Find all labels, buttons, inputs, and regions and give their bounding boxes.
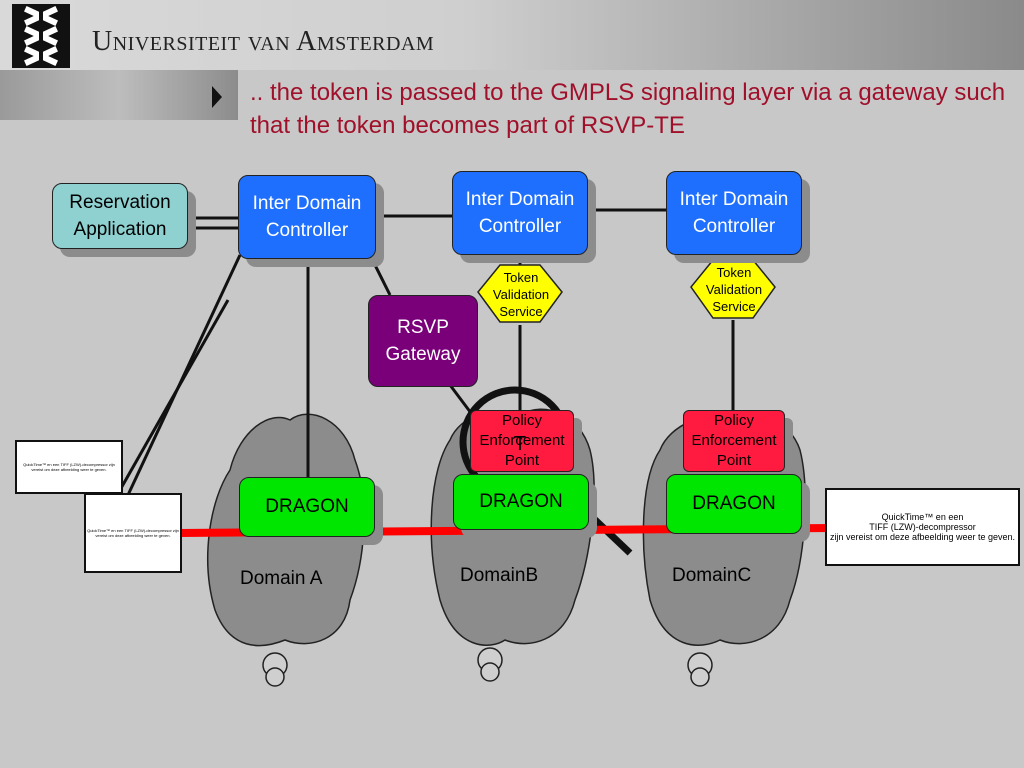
quicktime-text-1: QuickTime™ en een TIFF (LZW)-decompresso… — [23, 462, 115, 472]
domain-c-label: DomainC — [672, 565, 752, 586]
idc-c-label: Inter Domain Controller — [679, 189, 789, 237]
dragon-c-label: DRAGON — [692, 493, 776, 514]
reservation-application-label: Reservation Application — [69, 192, 171, 240]
dragon-c-box: DRAGON — [666, 474, 802, 534]
idc-c-box: Inter Domain Controller — [666, 171, 802, 255]
pep-c-label: Policy Enforcement Point — [691, 412, 777, 469]
idc-a-box: Inter Domain Controller — [238, 175, 376, 259]
tvs-c-hexagon — [690, 259, 776, 319]
rsvp-gateway-label: RSVP Gateway — [385, 317, 461, 365]
tvs-c-text: Token Validation Service — [705, 264, 763, 314]
token-label: T — [513, 432, 527, 455]
slide-headline: .. the token is passed to the GMPLS sign… — [250, 79, 1006, 139]
pep-b-label: Policy Enforcement Point — [479, 412, 565, 469]
university-name: Universiteit van Amsterdam — [92, 26, 435, 57]
dragon-b-label: DRAGON — [479, 491, 563, 512]
pep-b-box: Policy Enforcement Point — [470, 410, 574, 472]
header-photo — [0, 70, 238, 120]
quicktime-text-2: QuickTime™ en een TIFF (LZW)-decompresso… — [87, 528, 179, 538]
university-logo — [12, 4, 70, 68]
xxx-crest-icon — [24, 6, 58, 66]
bullet-arrow-icon — [212, 86, 222, 108]
header-banner: Universiteit van Amsterdam — [0, 0, 1024, 70]
quicktime-placeholder-2: QuickTime™ en een TIFF (LZW)-decompresso… — [84, 493, 182, 573]
quicktime-placeholder-3: QuickTime™ en een TIFF (LZW)-decompresso… — [825, 488, 1020, 566]
domain-a-label: Domain A — [240, 568, 323, 589]
reservation-application-box: Reservation Application — [52, 183, 188, 249]
idc-b-box: Inter Domain Controller — [452, 171, 588, 255]
tvs-b-text: Token Validation Service — [492, 269, 550, 319]
idc-b-label: Inter Domain Controller — [465, 189, 575, 237]
quicktime-text-3: QuickTime™ en een TIFF (LZW)-decompresso… — [829, 512, 1016, 542]
domain-b-label: DomainB — [460, 565, 539, 586]
dragon-b-box: DRAGON — [453, 474, 589, 530]
tvs-b-hexagon — [477, 264, 563, 323]
dragon-a-label: DRAGON — [265, 496, 349, 517]
dragon-a-box: DRAGON — [239, 477, 375, 537]
pep-c-box: Policy Enforcement Point — [683, 410, 785, 472]
rsvp-gateway-box: RSVP Gateway — [368, 295, 478, 387]
quicktime-placeholder-1: QuickTime™ en een TIFF (LZW)-decompresso… — [15, 440, 123, 494]
idc-a-label: Inter Domain Controller — [252, 193, 362, 241]
